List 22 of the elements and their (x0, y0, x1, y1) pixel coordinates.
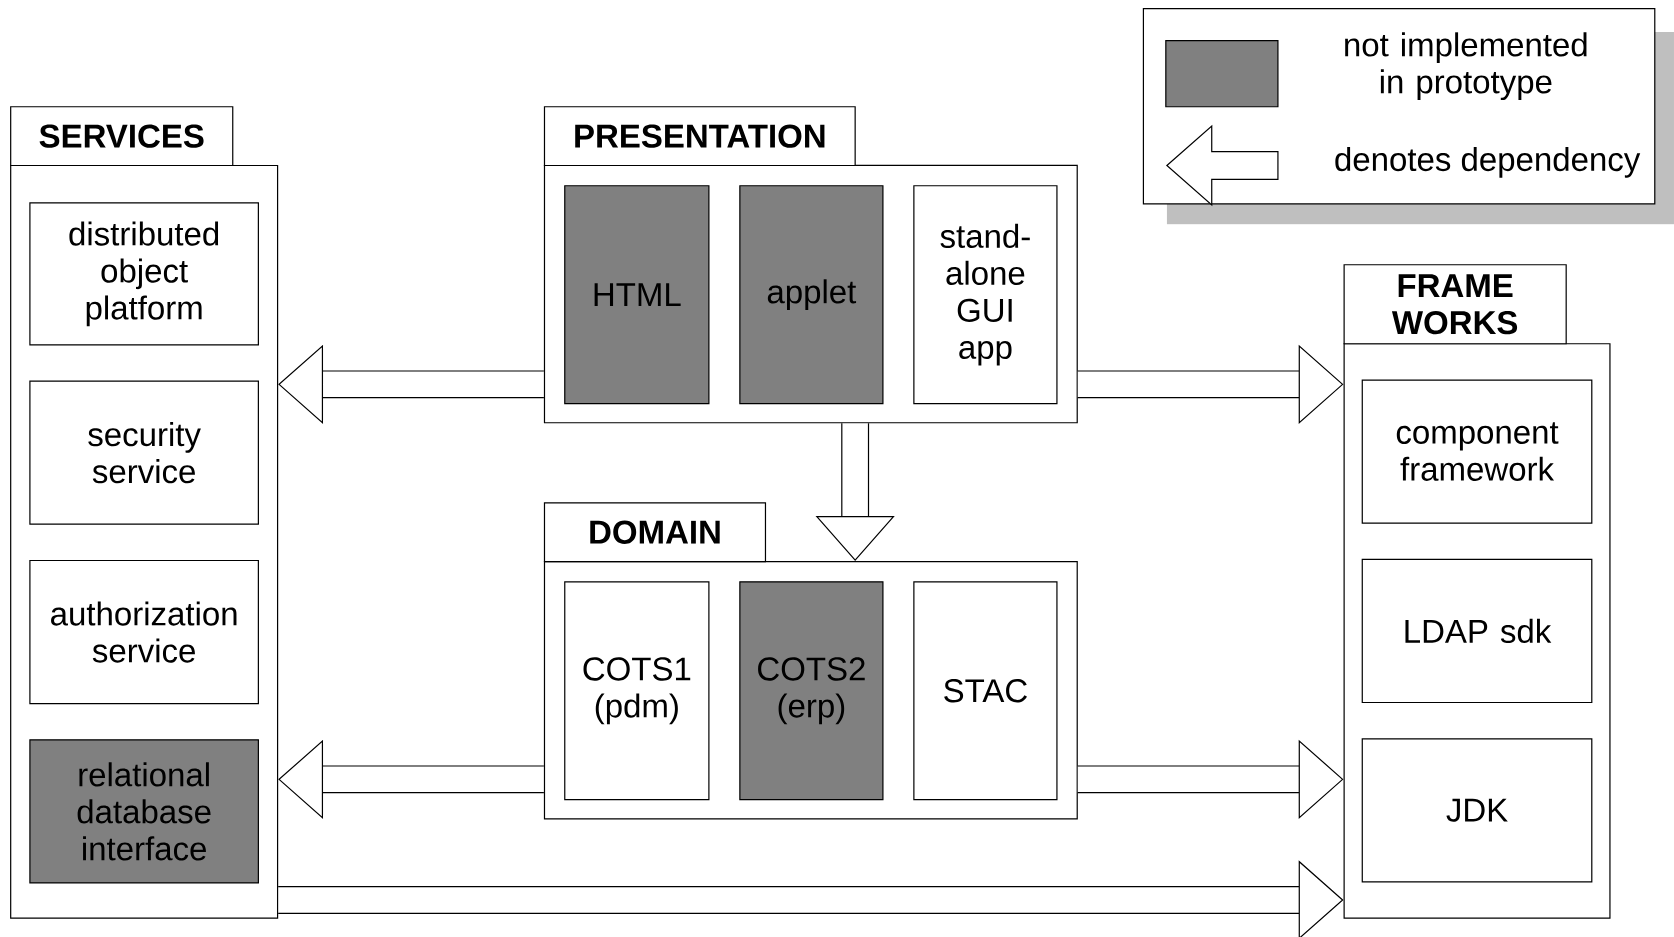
component-box: COTS2 (erp) (739, 581, 884, 801)
component-box: authorization service (29, 559, 259, 705)
component-box: JDK (1361, 738, 1593, 883)
component-box: STAC (913, 581, 1058, 801)
component-box: security service (29, 380, 259, 525)
component-box: relational database interface (29, 739, 259, 884)
component-box: COTS1 (pdm) (564, 581, 710, 801)
dependency-arrow (1077, 344, 1344, 424)
package-tab: FRAME WORKS (1343, 264, 1567, 345)
package-tab: DOMAIN (543, 502, 767, 563)
component-box: applet (739, 185, 884, 405)
dependency-arrow (1077, 739, 1344, 819)
package-tab: PRESENTATION (543, 106, 856, 167)
dependency-arrow (278, 860, 1344, 937)
legend-label: not implemented in prototype (1345, 32, 1587, 101)
package-tab: SERVICES (10, 106, 234, 167)
component-box: component framework (1361, 379, 1593, 524)
component-box: stand-alone GUI app (913, 185, 1058, 405)
legend-label: denotes dependency (1335, 146, 1641, 178)
component-box: distributed object platform (29, 202, 259, 346)
component-box: HTML (564, 185, 710, 405)
component-box: LDAP sdk (1361, 558, 1593, 704)
